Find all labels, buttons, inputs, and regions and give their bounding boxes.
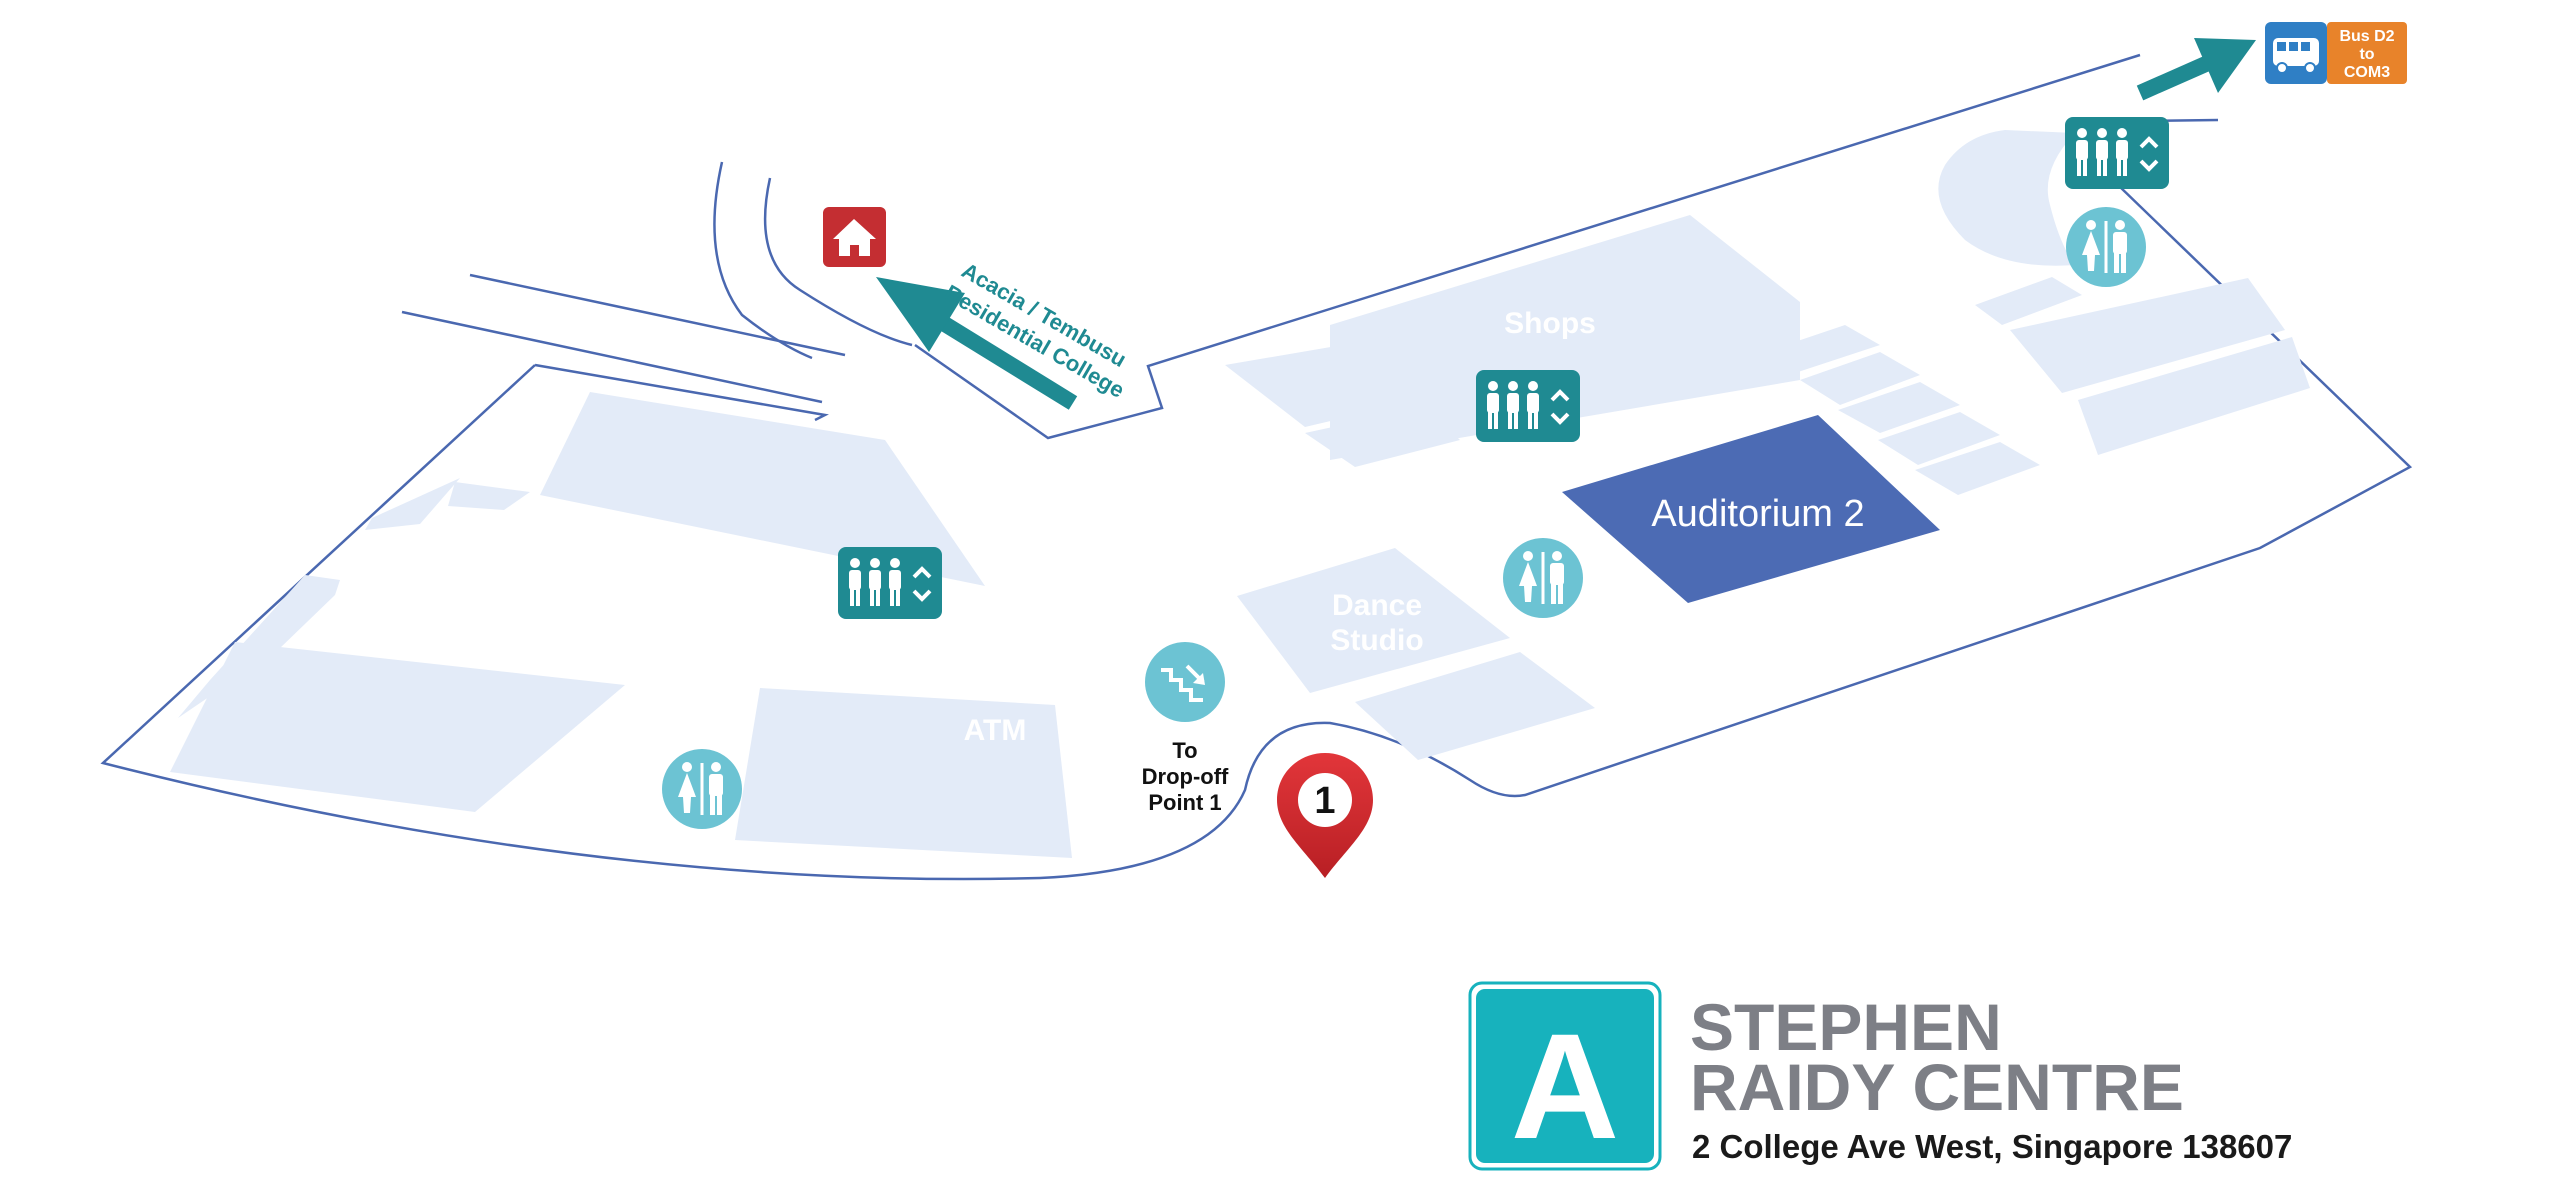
building-address: 2 College Ave West, Singapore 138607 — [1692, 1128, 2292, 1165]
building-name-2: RAIDY CENTRE — [1690, 1050, 2184, 1124]
bus-route-badge: Bus D2 to COM3 — [2327, 22, 2407, 84]
toilet-icon — [1503, 538, 1583, 618]
location-pin-icon: 1 — [1277, 753, 1373, 878]
room-areas — [170, 130, 2310, 858]
dropoff-label-2: Drop-off — [1142, 764, 1229, 789]
lift-icon — [836, 545, 944, 621]
building-logo: A — [1468, 981, 1662, 1171]
dropoff-label-3: Point 1 — [1148, 790, 1221, 815]
acacia-direction: Acacia / Tembusu Residential College — [876, 258, 1131, 410]
dance-studio-label-2: Studio — [1330, 624, 1423, 657]
dance-studio-label-1: Dance — [1332, 589, 1422, 622]
toilet-icon — [662, 749, 742, 829]
building-name-1: STEPHEN — [1690, 990, 2002, 1064]
toilet-icon — [2066, 207, 2146, 287]
bus-label-3: COM3 — [2344, 64, 2390, 81]
bus-icon — [2265, 22, 2327, 84]
home-icon — [823, 207, 886, 267]
auditorium-label: Auditorium 2 — [1651, 493, 1864, 535]
bus-label-2: to — [2359, 46, 2374, 63]
bus-direction — [2136, 38, 2256, 101]
dropoff-label-1: To — [1172, 738, 1197, 763]
lift-icon — [1474, 368, 1582, 444]
building-letter: A — [1511, 1002, 1619, 1170]
stairs-icon — [1145, 642, 1225, 722]
building-outline — [100, 53, 2413, 881]
bus-label-1: Bus D2 — [2339, 28, 2394, 45]
lift-icon — [2063, 115, 2171, 191]
shops-label: Shops — [1504, 307, 1596, 340]
atm-label: ATM — [964, 714, 1027, 747]
marker-number: 1 — [1314, 780, 1335, 822]
auditorium-2-area — [1562, 415, 1940, 603]
